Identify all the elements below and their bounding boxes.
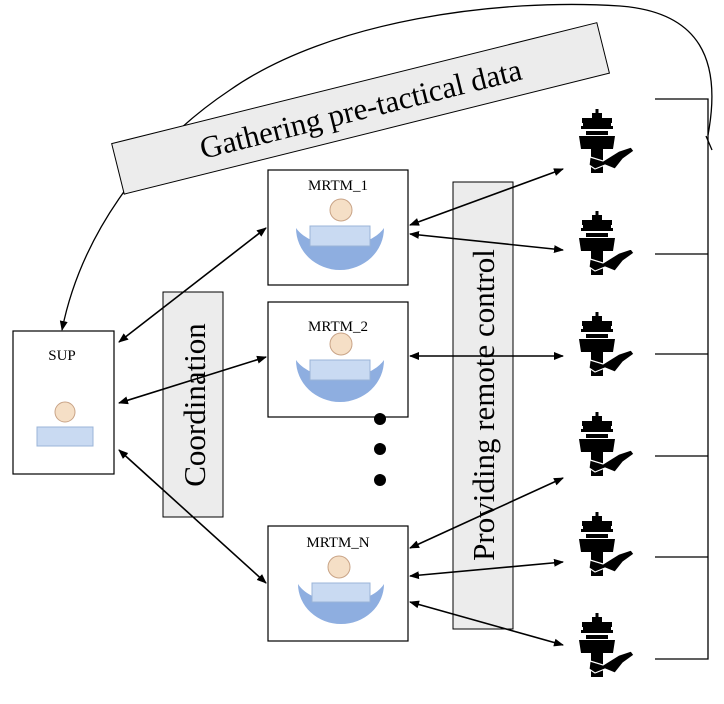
control-tower-icon-5: [578, 511, 635, 577]
sup-mrtm-links: [118, 227, 267, 584]
control-tower-icon-6: [578, 612, 635, 678]
mrtm-label-2: MRTM_2: [308, 319, 368, 335]
gathering-banner: Gathering pre-tactical data: [111, 22, 611, 195]
top-arc-link: [705, 135, 713, 151]
ellipsis-dot-2: [374, 443, 386, 455]
control-tower-icon-2: [578, 210, 635, 276]
control-tower-icon-1: [578, 108, 635, 174]
mrtm-box-2: MRTM_2: [267, 301, 409, 418]
tower-bracket: [655, 98, 709, 660]
banner-label: Gathering pre-tactical data: [196, 52, 525, 166]
coordination-box: Coordination: [162, 291, 224, 518]
supervisor-box: SUP: [12, 330, 115, 475]
control-tower-icon-4: [578, 411, 635, 477]
mrtm-label-n: MRTM_N: [306, 535, 369, 551]
mrtm-tower-links: [409, 168, 564, 647]
supervisor-label: SUP: [48, 348, 76, 364]
remote-control-box: Providing remote control: [452, 181, 514, 630]
mrtm-box-1: MRTM_1: [267, 169, 409, 286]
coordination-label: Coordination: [177, 323, 212, 487]
control-tower-icon-3: [578, 311, 635, 377]
supervisor-operator-head: [54, 401, 76, 423]
mrtm-box-n: MRTM_N: [267, 525, 409, 642]
ellipsis-dot-3: [374, 474, 386, 486]
mrtm-label-1: MRTM_1: [308, 178, 368, 194]
supervisor-operator-body: [36, 426, 94, 447]
top-feedback-arc: [59, 3, 713, 331]
ellipsis-dot-1: [374, 413, 386, 425]
